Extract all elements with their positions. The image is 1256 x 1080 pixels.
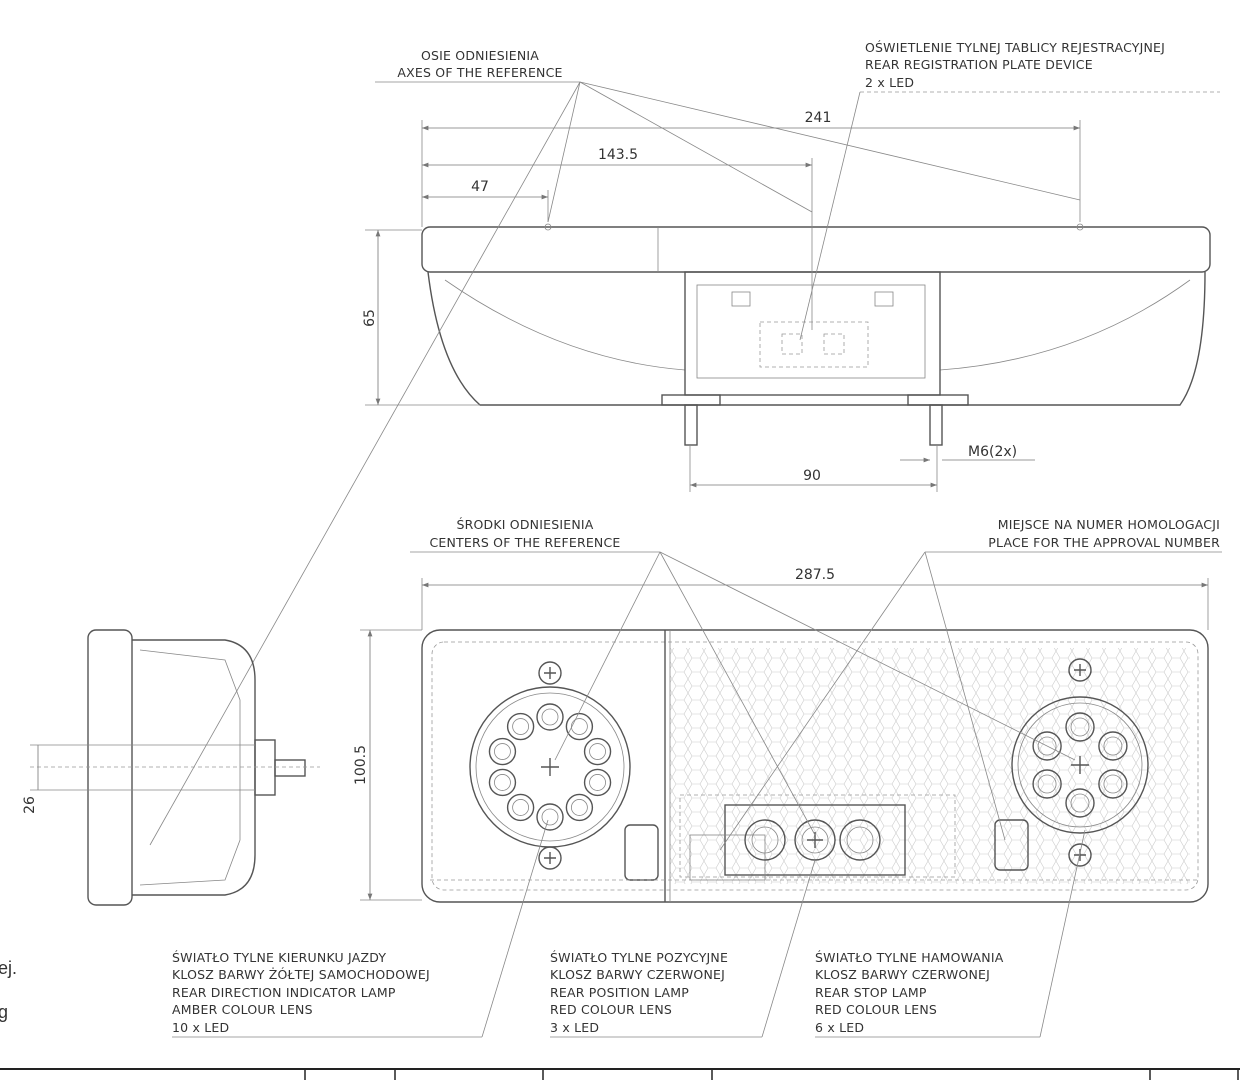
led-icon — [823, 333, 845, 355]
led-icon — [1098, 769, 1128, 799]
led-icon — [1037, 736, 1057, 756]
screw-icon — [538, 661, 562, 685]
side-view: 26 — [22, 629, 320, 906]
center-cross-icon — [541, 758, 559, 776]
led-icon — [488, 737, 517, 766]
led-icon — [1065, 788, 1095, 818]
front-view-dimensions: 287.5 100.5 — [353, 567, 1209, 901]
indicator-label: ŚWIATŁO TYLNE KIERUNKU JAZDY KLOSZ BARWY… — [172, 819, 549, 1038]
m6-label: M6(2x) — [968, 444, 1017, 460]
led-icon — [1103, 736, 1123, 756]
led-icon — [570, 799, 588, 816]
led-icon — [506, 793, 535, 822]
screw-icon — [1074, 664, 1086, 676]
led-icon — [1037, 774, 1057, 794]
led-icon — [589, 774, 606, 791]
center-cross-icon — [1071, 756, 1089, 774]
svg-text:PLACE FOR THE APPROVAL NUMBER: PLACE FOR THE APPROVAL NUMBER — [988, 535, 1220, 550]
lens-icon — [846, 826, 874, 854]
led-icon — [1070, 717, 1090, 737]
led-array — [488, 658, 1128, 870]
svg-text:3 x LED: 3 x LED — [550, 1020, 599, 1035]
svg-text:REAR STOP LAMP: REAR STOP LAMP — [815, 985, 927, 1000]
screw-icon — [1068, 843, 1092, 867]
lens-icon — [751, 826, 779, 854]
svg-text:KLOSZ BARWY ŻÓŁTEJ SAMOCHODOWE: KLOSZ BARWY ŻÓŁTEJ SAMOCHODOWEJ — [172, 967, 430, 982]
dim-143-5: 143.5 — [598, 147, 638, 163]
svg-text:RED COLOUR LENS: RED COLOUR LENS — [550, 1002, 672, 1017]
screw-icon — [544, 667, 556, 679]
dim-47: 47 — [471, 179, 489, 195]
led-icon — [488, 768, 517, 797]
led-icon — [570, 718, 588, 735]
top-view — [421, 223, 1211, 446]
lens-icon — [839, 819, 881, 861]
dim-241: 241 — [805, 110, 832, 126]
stop-lamp — [1011, 696, 1149, 834]
led-icon — [494, 774, 511, 791]
lens-icon — [744, 819, 786, 861]
lens-icon — [801, 826, 829, 854]
svg-text:REAR POSITION LAMP: REAR POSITION LAMP — [550, 985, 689, 1000]
led-icon — [541, 708, 559, 726]
led-icon — [589, 743, 606, 760]
led-icon — [583, 768, 612, 797]
centers-label: ŚRODKI ODNIESIENIA CENTERS OF THE REFERE… — [410, 517, 1076, 836]
svg-text:AXES OF THE REFERENCE: AXES OF THE REFERENCE — [397, 65, 562, 80]
edge-text-g: g — [0, 1002, 8, 1022]
svg-text:KLOSZ BARWY CZERWONEJ: KLOSZ BARWY CZERWONEJ — [550, 967, 725, 982]
led-icon — [1103, 774, 1123, 794]
dim-65: 65 — [362, 309, 378, 327]
approval-label: MIEJSCE NA NUMER HOMOLOGACJI PLACE FOR T… — [719, 517, 1222, 851]
position-label: ŚWIATŁO TYLNE POZYCYJNE KLOSZ BARWY CZER… — [550, 859, 816, 1038]
led-icon — [565, 712, 594, 741]
led-icon — [1032, 769, 1062, 799]
led-icon — [541, 808, 559, 826]
led-icon — [781, 333, 803, 355]
svg-text:KLOSZ BARWY CZERWONEJ: KLOSZ BARWY CZERWONEJ — [815, 967, 990, 982]
screw-icon — [1074, 849, 1086, 861]
svg-text:OŚWIETLENIE TYLNEJ TABLICY REJ: OŚWIETLENIE TYLNEJ TABLICY REJESTRACYJNE… — [865, 40, 1165, 55]
svg-text:RED COLOUR LENS: RED COLOUR LENS — [815, 1002, 937, 1017]
svg-text:MIEJSCE NA NUMER HOMOLOGACJI: MIEJSCE NA NUMER HOMOLOGACJI — [998, 517, 1220, 532]
plate-light-label: OŚWIETLENIE TYLNEJ TABLICY REJESTRACYJNE… — [799, 40, 1220, 341]
led-icon — [506, 712, 535, 741]
led-icon — [1065, 712, 1095, 742]
svg-text:AMBER COLOUR LENS: AMBER COLOUR LENS — [172, 1002, 313, 1017]
led-icon — [1032, 731, 1062, 761]
svg-text:10 x LED: 10 x LED — [172, 1020, 229, 1035]
svg-text:CENTERS OF THE REFERENCE: CENTERS OF THE REFERENCE — [429, 535, 620, 550]
svg-text:ŚWIATŁO TYLNE KIERUNKU JAZDY: ŚWIATŁO TYLNE KIERUNKU JAZDY — [172, 950, 386, 965]
dim-287-5: 287.5 — [795, 567, 835, 583]
led-icon — [536, 703, 564, 731]
svg-text:REAR DIRECTION INDICATOR LAMP: REAR DIRECTION INDICATOR LAMP — [172, 985, 396, 1000]
axes-label: OSIE ODNIESIENIA AXES OF THE REFERENCE — [149, 48, 1081, 846]
dim-26: 26 — [22, 796, 38, 814]
stop-label: ŚWIATŁO TYLNE HAMOWANIA KLOSZ BARWY CZER… — [815, 829, 1086, 1038]
led-icon — [512, 799, 530, 816]
led-icon — [512, 718, 530, 735]
svg-text:REAR REGISTRATION PLATE DEVICE: REAR REGISTRATION PLATE DEVICE — [865, 57, 1093, 72]
title-block-table — [0, 1068, 1240, 1080]
led-icon — [1098, 731, 1128, 761]
svg-text:OSIE ODNIESIENIA: OSIE ODNIESIENIA — [421, 48, 539, 63]
svg-text:6 x LED: 6 x LED — [815, 1020, 864, 1035]
led-icon — [494, 743, 511, 760]
screw-icon — [544, 852, 556, 864]
led-icon — [1070, 793, 1090, 813]
svg-text:ŚWIATŁO TYLNE POZYCYJNE: ŚWIATŁO TYLNE POZYCYJNE — [550, 950, 728, 965]
led-icon — [583, 737, 612, 766]
dim-100-5: 100.5 — [353, 745, 369, 785]
edge-text-ej: ej. — [0, 958, 17, 978]
svg-text:ŚWIATŁO TYLNE HAMOWANIA: ŚWIATŁO TYLNE HAMOWANIA — [815, 950, 1004, 965]
screw-icon — [538, 846, 562, 870]
svg-text:ŚRODKI ODNIESIENIA: ŚRODKI ODNIESIENIA — [456, 517, 593, 532]
top-view-dimensions: 241 143.5 47 65 90 M6(2x) — [362, 110, 1081, 492]
screw-icon — [1068, 658, 1092, 682]
led-icon — [565, 793, 594, 822]
led-icon — [536, 803, 564, 831]
svg-text:2 x LED: 2 x LED — [865, 75, 914, 90]
dim-90: 90 — [803, 468, 821, 484]
